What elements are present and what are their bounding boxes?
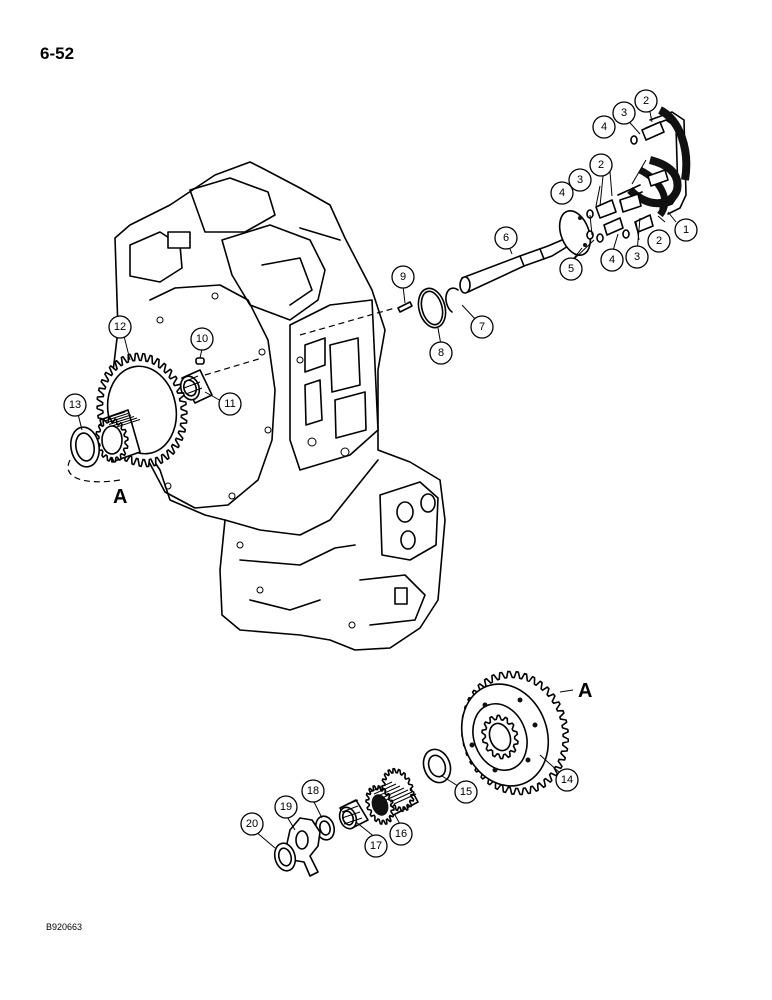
callout-4: 4 xyxy=(600,248,624,272)
splined-hub xyxy=(365,767,419,825)
svg-text:6: 6 xyxy=(503,232,509,244)
page-number: 6-52 xyxy=(40,44,75,63)
callout-2: 2 xyxy=(634,89,658,113)
svg-text:3: 3 xyxy=(577,174,583,186)
svg-text:10: 10 xyxy=(196,333,208,345)
svg-text:12: 12 xyxy=(114,321,126,333)
hose-assembly xyxy=(586,106,691,243)
callout-17: 17 xyxy=(364,834,388,858)
svg-text:15: 15 xyxy=(460,786,472,798)
leader-lines xyxy=(77,111,677,849)
svg-text:17: 17 xyxy=(370,840,382,852)
callout-13: 13 xyxy=(63,393,87,417)
callout-10: 10 xyxy=(190,327,214,351)
svg-text:2: 2 xyxy=(656,235,662,247)
callout-9: 9 xyxy=(391,265,415,289)
callout-6: 6 xyxy=(494,226,518,250)
svg-text:14: 14 xyxy=(561,774,573,786)
callout-20: 20 xyxy=(240,812,264,836)
callout-4: 4 xyxy=(592,115,616,139)
svg-text:20: 20 xyxy=(246,818,258,830)
callout-12: 12 xyxy=(108,315,132,339)
svg-text:8: 8 xyxy=(438,347,444,359)
clutch-carrier xyxy=(460,670,570,796)
callout-14: 14 xyxy=(555,768,579,792)
svg-text:18: 18 xyxy=(307,785,319,797)
callout-2: 2 xyxy=(589,153,613,177)
callout-5: 5 xyxy=(559,257,583,281)
callout-3: 3 xyxy=(568,168,592,192)
svg-text:1: 1 xyxy=(683,224,689,236)
drive-gear xyxy=(95,352,188,468)
callout-7: 7 xyxy=(470,315,494,339)
svg-text:19: 19 xyxy=(280,801,292,813)
svg-text:16: 16 xyxy=(395,828,407,840)
callout-15: 15 xyxy=(454,780,478,804)
dowel-pin xyxy=(397,301,413,313)
reference-label-a: A xyxy=(578,680,592,702)
needle-bearing xyxy=(179,369,213,404)
callout-19: 19 xyxy=(274,795,298,819)
svg-text:4: 4 xyxy=(601,121,607,133)
callout-8: 8 xyxy=(429,341,453,365)
svg-text:9: 9 xyxy=(400,271,406,283)
svg-text:3: 3 xyxy=(621,107,627,119)
transmission-housing xyxy=(111,161,446,651)
svg-text:3: 3 xyxy=(634,251,640,263)
svg-text:4: 4 xyxy=(559,187,565,199)
reference-label-a: A xyxy=(113,486,127,508)
snap-ring xyxy=(445,287,459,313)
svg-text:2: 2 xyxy=(598,159,604,171)
svg-text:7: 7 xyxy=(479,321,485,333)
svg-text:11: 11 xyxy=(224,398,235,410)
svg-text:13: 13 xyxy=(69,399,81,411)
roller-bearing xyxy=(338,799,369,830)
callout-16: 16 xyxy=(389,822,413,846)
callout-1: 1 xyxy=(674,218,698,242)
callout-18: 18 xyxy=(301,779,325,803)
callout-4: 4 xyxy=(550,181,574,205)
small-pin xyxy=(195,357,205,365)
callout-2: 2 xyxy=(647,229,671,253)
callout-3: 3 xyxy=(625,245,649,269)
figure-code: B920663 xyxy=(46,922,83,932)
callout-11: 11 xyxy=(218,392,242,416)
svg-text:4: 4 xyxy=(609,254,615,266)
svg-text:5: 5 xyxy=(568,263,574,275)
svg-text:2: 2 xyxy=(643,95,649,107)
callout-3: 3 xyxy=(612,101,636,125)
output-shaft xyxy=(459,210,592,294)
